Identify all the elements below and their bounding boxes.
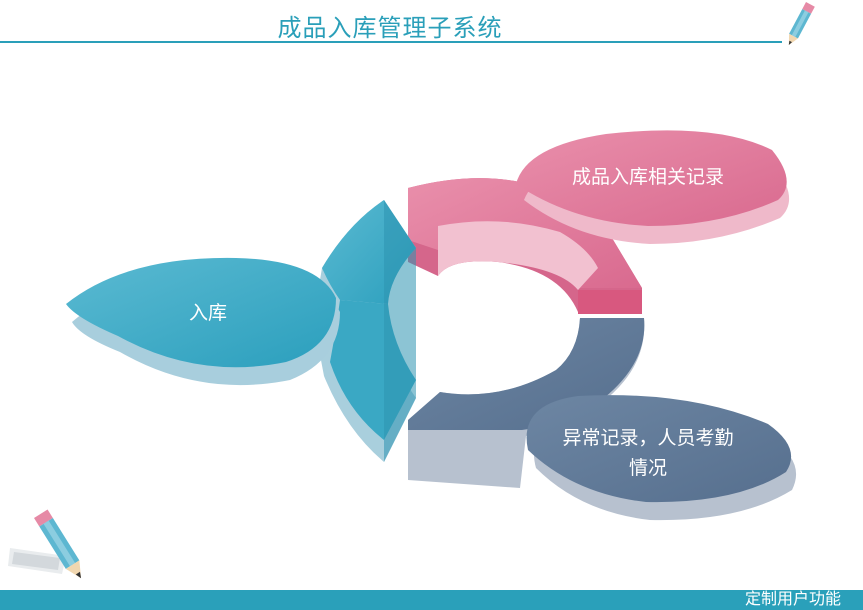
- footer-label: 定制用户功能: [744, 589, 841, 608]
- petal-abnormal-label-line1: 异常记录，人员考勤: [562, 427, 733, 449]
- petal-records: [516, 130, 790, 244]
- pencil-icon-top: [788, 2, 815, 45]
- ring-segment-pink: [408, 178, 642, 314]
- title-divider: [0, 41, 782, 43]
- pencil-icon-bottom: [8, 509, 82, 579]
- petal-abnormal: [526, 395, 797, 521]
- footer-bar: [0, 590, 863, 610]
- petal-abnormal-label-line2: 情况: [629, 457, 667, 479]
- petal-records-label: 成品入库相关记录: [572, 166, 724, 188]
- ring-segment-teal: [317, 200, 416, 462]
- petal-inbound: [66, 257, 340, 386]
- petal-inbound-label: 入库: [189, 302, 227, 324]
- page-title: 成品入库管理子系统: [277, 14, 503, 42]
